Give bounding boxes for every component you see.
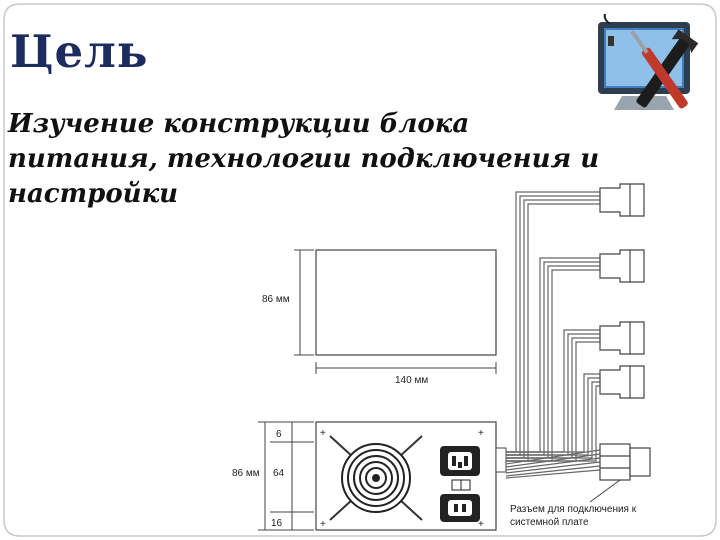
- cable-bundle: [505, 191, 601, 479]
- psu-top-view: [315, 249, 497, 356]
- monitor-repair-icon: [598, 14, 699, 110]
- fan-icon: [329, 435, 423, 521]
- segment-top-label: 6: [276, 429, 282, 440]
- segment-bot-label: 16: [271, 518, 283, 529]
- subtitle-line-3: настройки: [8, 179, 179, 209]
- motherboard-connector: [599, 443, 651, 481]
- power-switch-icon: [440, 494, 480, 522]
- svg-text:+: +: [478, 428, 484, 439]
- svg-text:+: +: [478, 519, 484, 530]
- power-socket-icon: [440, 446, 480, 476]
- height-label-bottom: 86 мм: [232, 468, 260, 479]
- connector-2: [599, 249, 645, 283]
- subtitle-line-2: питания, технологии подключения и: [8, 144, 600, 174]
- slide-subtitle: Изучение конструкции блока питания, техн…: [8, 107, 688, 212]
- connector-3: [599, 321, 645, 355]
- slide-title: Цель: [10, 25, 149, 78]
- subtitle-line-1: Изучение конструкции блока: [8, 109, 470, 139]
- connector-4: [599, 365, 645, 399]
- width-label: 140 мм: [395, 375, 428, 386]
- svg-text:+: +: [320, 519, 326, 530]
- segment-mid-label: 64: [273, 468, 285, 479]
- height-label-top: 86 мм: [262, 294, 290, 305]
- connector-1: [599, 183, 645, 217]
- connector-caption-line-2: системной плате: [510, 517, 589, 528]
- svg-text:+: +: [320, 428, 326, 439]
- connector-caption-line-1: Разъем для подключения к: [510, 504, 637, 515]
